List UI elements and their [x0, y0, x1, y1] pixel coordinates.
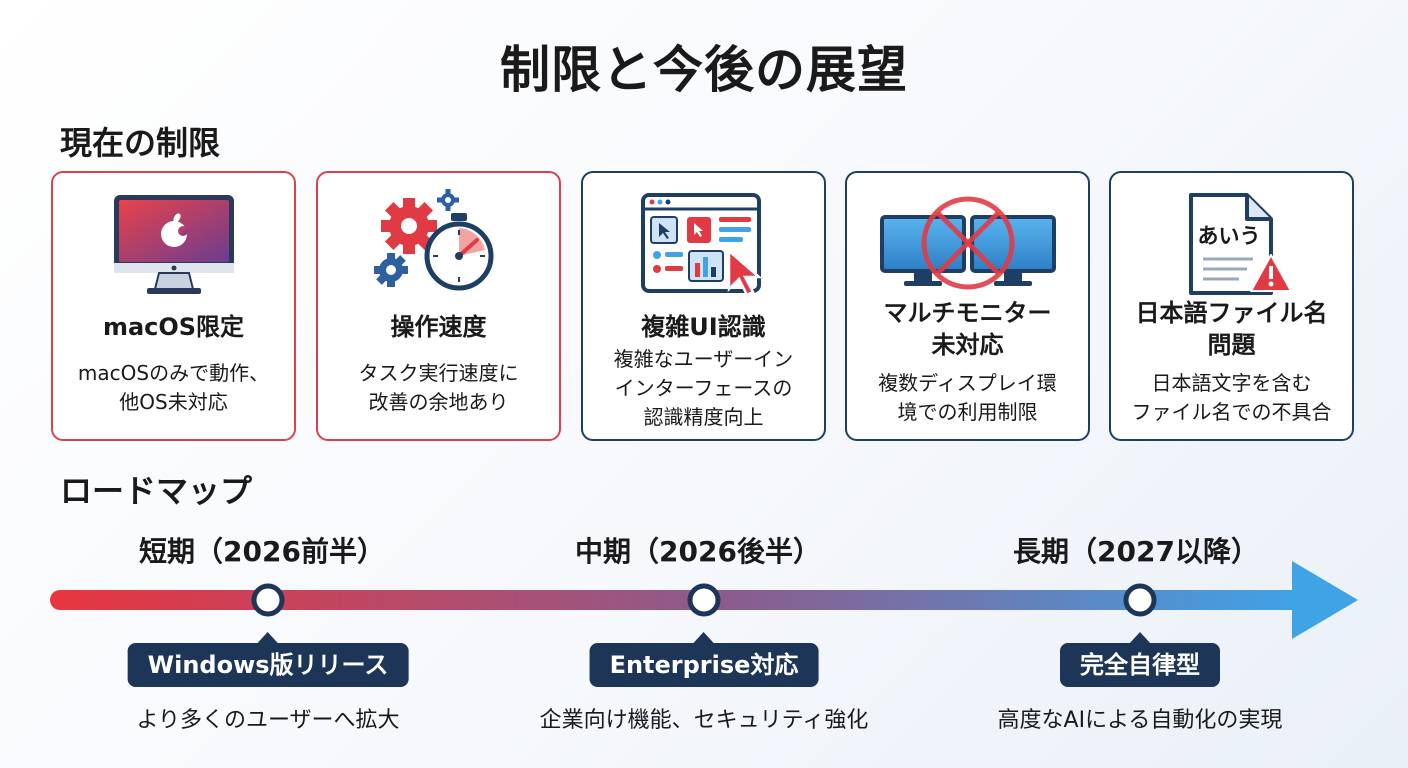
- complex-ui-cursor-icon: [640, 192, 762, 297]
- phase-label: 中期（2026後半）: [575, 535, 821, 568]
- limit-desc: タスク実行速度に改善の余地あり: [358, 361, 519, 414]
- limit-title: 日本語ファイル名問題: [1135, 299, 1328, 359]
- limit-card-macos: macOS限定 macOSのみで動作、他OS未対応: [51, 171, 296, 441]
- timeline-bar: [50, 590, 1302, 610]
- limit-title: マルチモニター未対応: [883, 299, 1052, 359]
- milestone-badge: 完全自律型: [1060, 632, 1220, 687]
- timeline-node: [251, 583, 285, 617]
- limit-desc: macOSのみで動作、他OS未対応: [77, 361, 270, 414]
- milestone-badge: Enterprise対応: [589, 632, 819, 687]
- milestone-desc: 高度なAIによる自動化の実現: [997, 708, 1283, 733]
- milestone-desc: より多くのユーザーへ拡大: [136, 708, 400, 733]
- file-icon-text: あいう: [1197, 224, 1260, 248]
- limit-card-speed: 操作速度 タスク実行速度に改善の余地あり: [316, 171, 561, 441]
- milestone-badge: Windows版リリース: [127, 632, 409, 687]
- phase-label: 短期（2026前半）: [139, 535, 385, 568]
- milestone-desc: 企業向け機能、セキュリティ強化: [539, 708, 869, 733]
- timeline-arrowhead: [1292, 561, 1358, 639]
- imac-icon: [113, 194, 234, 294]
- limits-heading: 現在の制限: [60, 124, 221, 162]
- limit-card-complex-ui: 複雑UI認識 複雑なユーザーインインターフェースの認識精度向上: [581, 171, 826, 441]
- limit-title: macOS限定: [102, 313, 245, 341]
- gears-stopwatch-icon: [373, 189, 493, 291]
- limit-card-multi-monitor: マルチモニター未対応 複数ディスプレイ環境での利用制限: [845, 171, 1090, 441]
- roadmap-heading: ロードマップ: [60, 472, 253, 510]
- timeline-node: [1123, 583, 1157, 617]
- limit-desc: 複数ディスプレイ環境での利用制限: [878, 371, 1057, 424]
- timeline-node: [687, 583, 721, 617]
- page-title: 制限と今後の展望: [500, 41, 908, 99]
- limit-desc: 複雑なユーザーインインターフェースの認識精度向上: [613, 347, 794, 429]
- limit-title: 操作速度: [390, 313, 487, 341]
- japanese-file-warning-icon: あいう: [1188, 192, 1292, 295]
- phase-label: 長期（2027以降）: [1013, 535, 1259, 568]
- limit-title: 複雑UI認識: [641, 313, 766, 341]
- limit-desc: 日本語文字を含むファイル名での不具合: [1131, 371, 1332, 424]
- limit-card-japanese-filename: あいう 日本語ファイル名問題 日本語文字を含むファイル名での不具合: [1109, 171, 1354, 441]
- dual-monitor-prohibited-icon: [879, 196, 1056, 290]
